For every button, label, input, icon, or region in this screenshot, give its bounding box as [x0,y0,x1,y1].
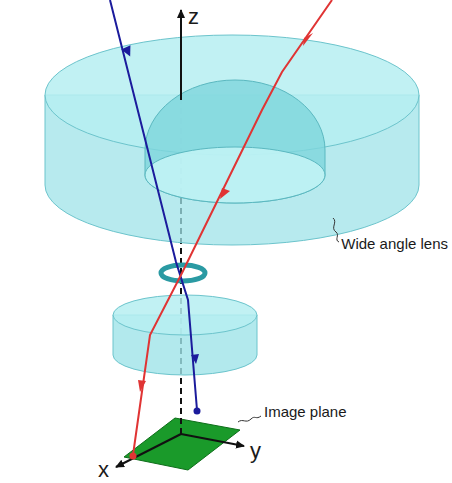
axis-label: x [98,459,109,481]
leader-line [333,218,339,242]
image-plane [124,418,240,470]
callout-label: Wide angle lens [341,236,448,251]
leader-line [238,416,261,422]
y-axis [181,434,244,446]
callout-label: Image plane [264,404,347,419]
wide-angle-lens [45,35,419,245]
blue-ray [110,0,201,415]
z-axis [180,10,182,100]
red-ray [130,0,333,460]
axis-label: y [250,440,261,462]
x-axis [116,434,181,467]
rear-lens [113,295,257,375]
axis-label: z [188,6,199,28]
